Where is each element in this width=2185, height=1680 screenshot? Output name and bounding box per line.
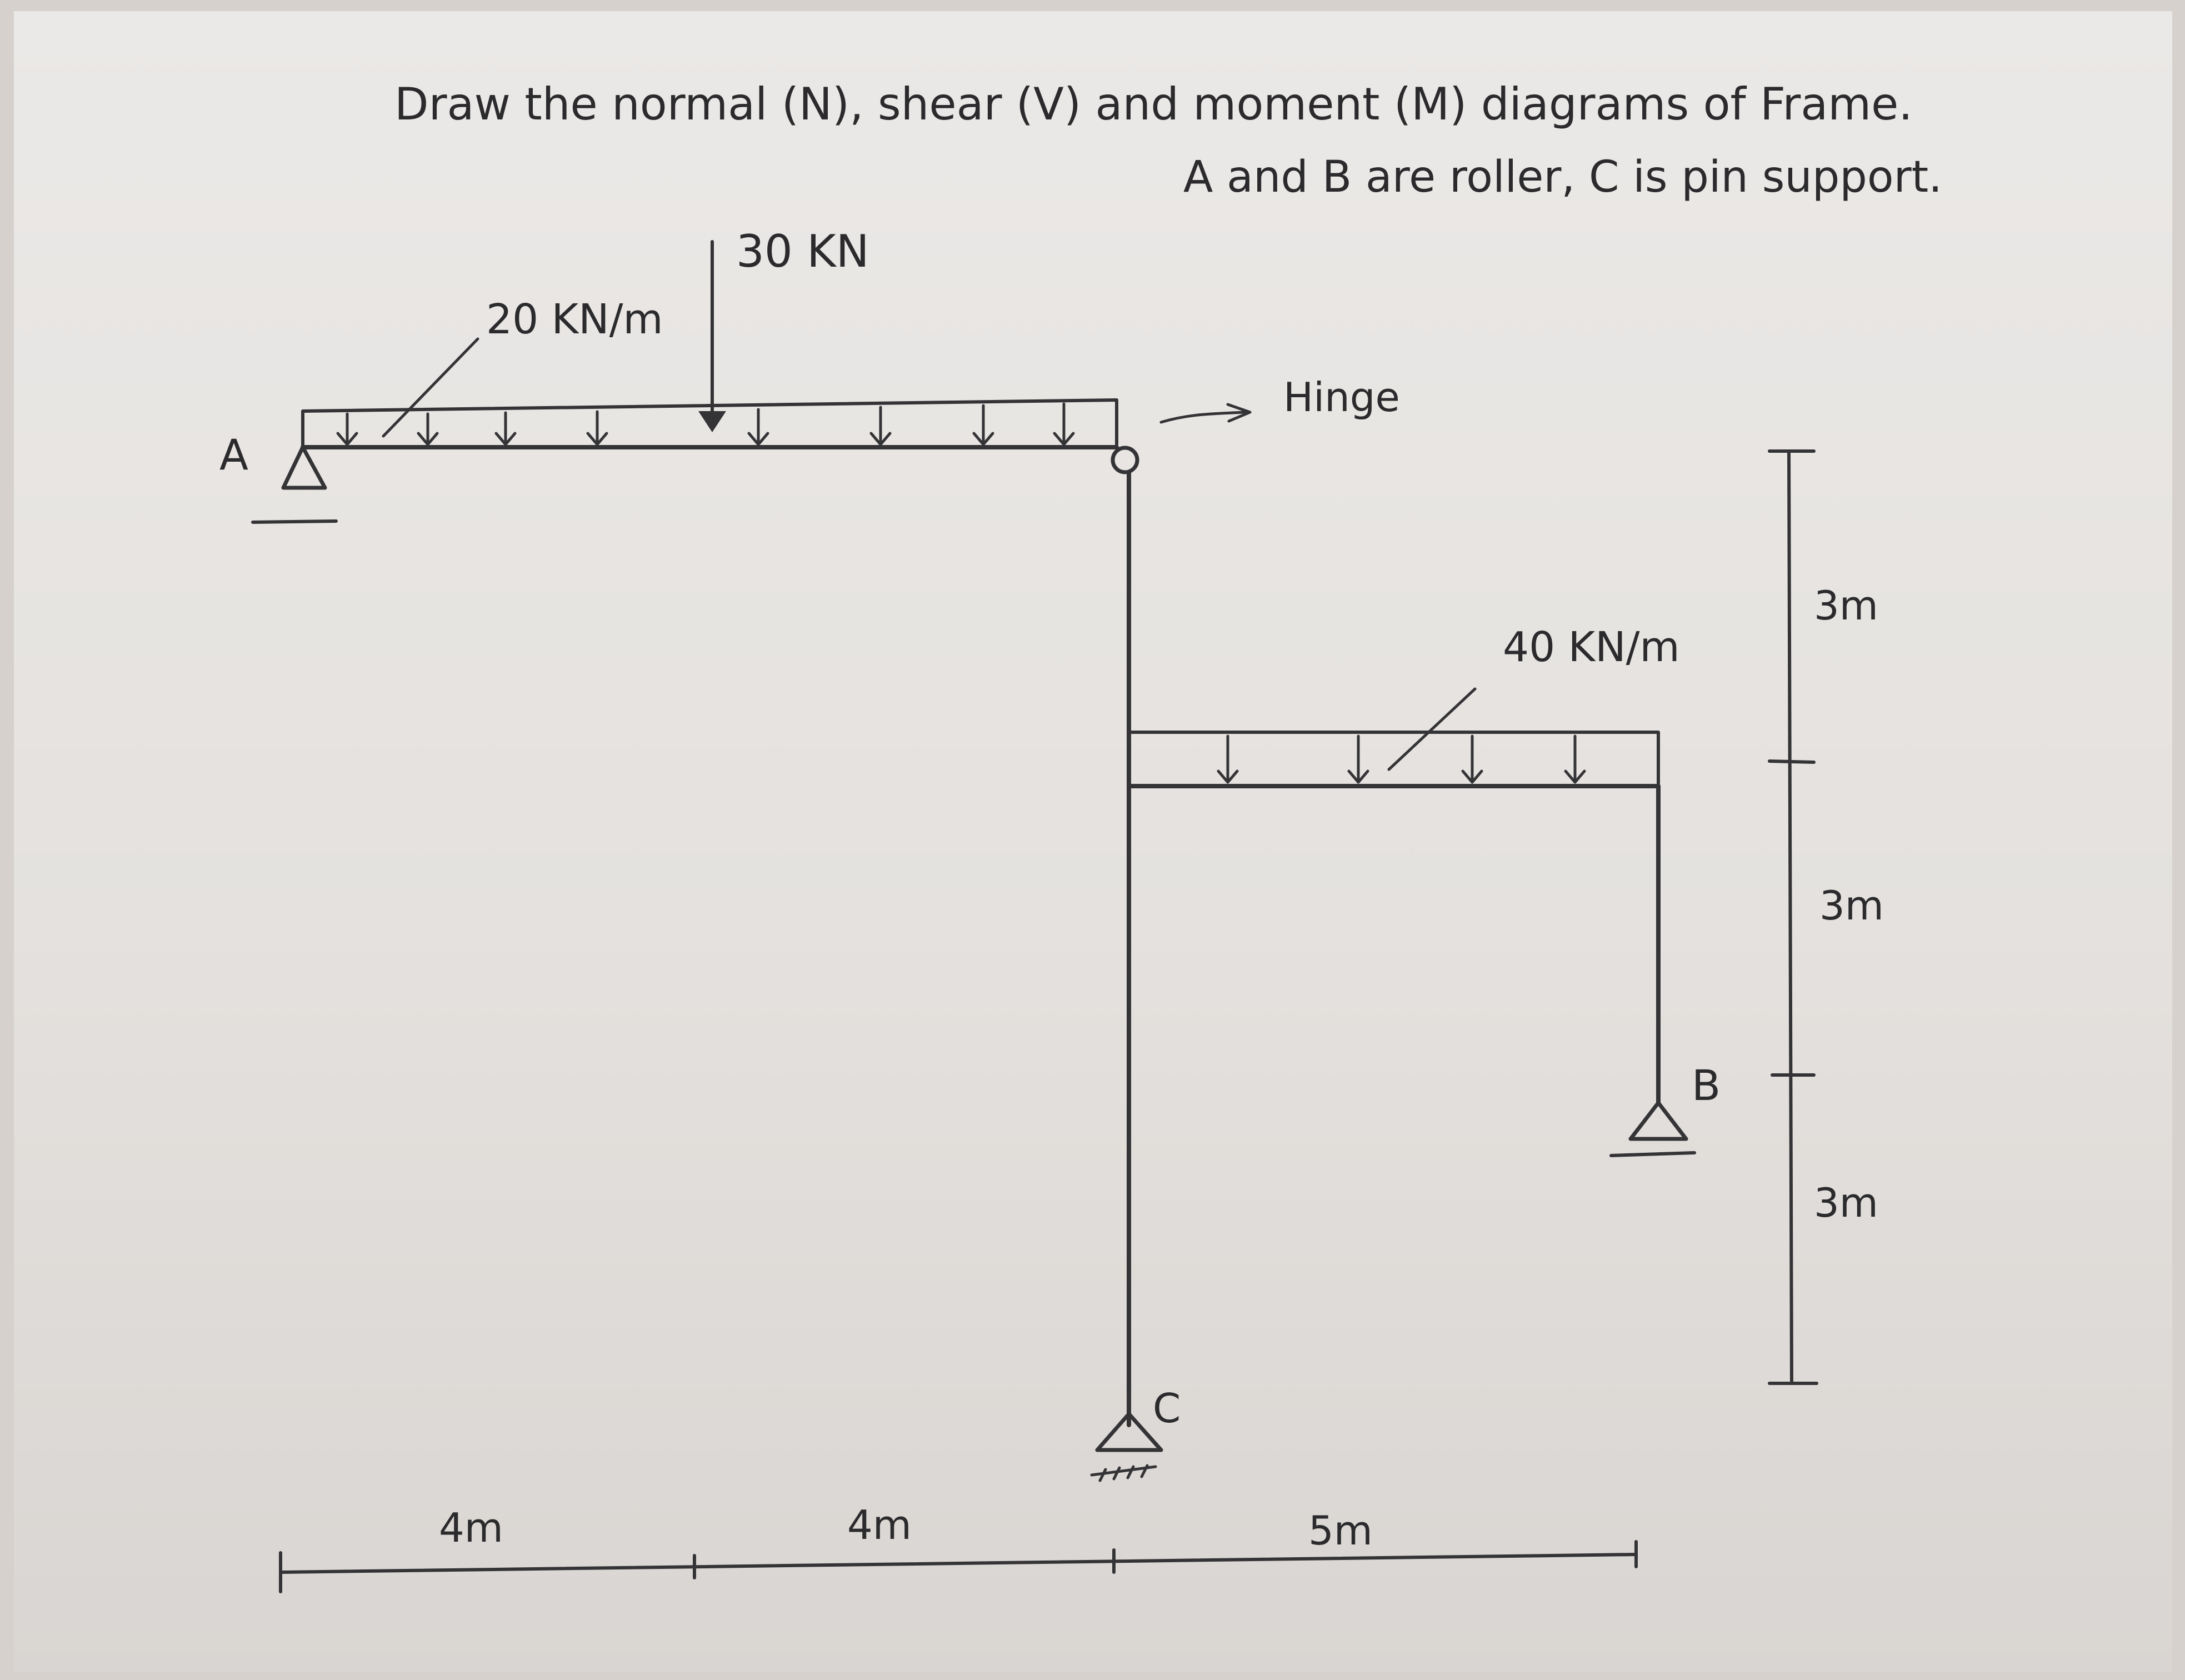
instruction-line-1: Draw the normal (N), shear (V) and momen… bbox=[394, 78, 1913, 130]
udl-20-envelope bbox=[301, 398, 1118, 449]
udl-40-arrows bbox=[1217, 734, 1586, 784]
support-c-hatch bbox=[1090, 1464, 1157, 1482]
hinge-pointer-arrowhead bbox=[1226, 403, 1252, 423]
support-c-label: C bbox=[1153, 1385, 1181, 1432]
dimension-span-2: 4m bbox=[847, 1502, 912, 1548]
hinge-label: Hinge bbox=[1283, 374, 1400, 421]
support-c-triangle bbox=[1095, 1412, 1163, 1452]
point-load-arrowhead bbox=[698, 411, 726, 432]
dimension-span-3: 5m bbox=[1308, 1507, 1373, 1554]
dimension-height-3: 3m bbox=[1814, 1179, 1878, 1226]
udl-40-envelope bbox=[1127, 731, 1660, 785]
point-load-label: 30 KN bbox=[736, 226, 869, 277]
udl-40-leader bbox=[1387, 687, 1477, 771]
support-a-ground bbox=[251, 519, 338, 524]
support-a-label: A bbox=[219, 430, 248, 479]
support-b-triangle bbox=[1628, 1101, 1688, 1141]
support-a-triangle bbox=[281, 445, 327, 490]
support-b-label: B bbox=[1692, 1061, 1721, 1110]
dimension-span-1: 4m bbox=[439, 1504, 503, 1551]
instruction-line-2: A and B are roller, C is pin support. bbox=[1183, 152, 1942, 202]
udl-20-label: 20 KN/m bbox=[486, 296, 663, 343]
udl-20-leader bbox=[382, 337, 479, 438]
paper-sheet bbox=[14, 11, 2172, 1672]
dimension-height-1: 3m bbox=[1814, 582, 1878, 629]
support-b-ground bbox=[1609, 1151, 1696, 1157]
udl-20-arrows bbox=[336, 402, 1075, 446]
udl-40-label: 40 KN/m bbox=[1503, 623, 1680, 671]
dimension-height-2: 3m bbox=[1819, 882, 1884, 929]
vertical-dimension-line bbox=[1768, 449, 1818, 1385]
hinge-circle bbox=[1111, 446, 1139, 474]
hinge-pointer-line bbox=[1159, 411, 1246, 424]
horizontal-dimension-line bbox=[279, 1540, 1638, 1593]
